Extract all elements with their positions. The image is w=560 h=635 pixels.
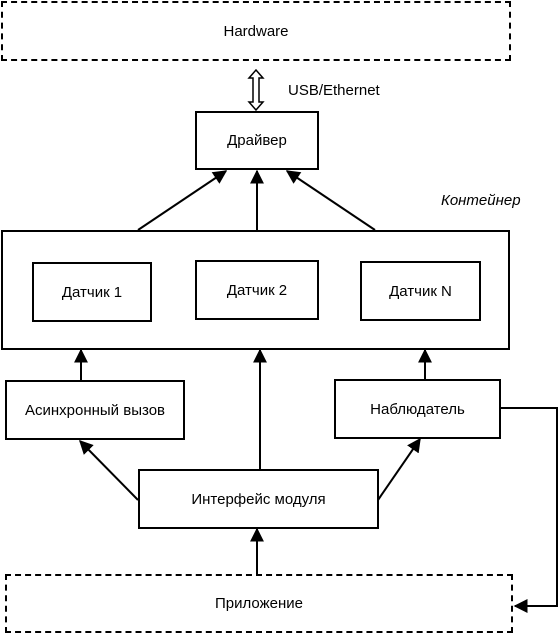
arrow-container-to-driver-right: [285, 170, 376, 231]
sensor-1-label: Датчик 1: [61, 283, 123, 301]
sensor-2-label: Датчик 2: [226, 281, 288, 299]
hardware-box: Hardware: [1, 1, 511, 61]
hardware-label: Hardware: [223, 22, 289, 40]
arrow-interface-to-observer: [377, 437, 421, 501]
sensor-1-box: Датчик 1: [32, 262, 152, 322]
module-interface-box: Интерфейс модуля: [138, 469, 379, 529]
observer-label: Наблюдатель: [370, 400, 465, 418]
module-interface-label: Интерфейс модуля: [191, 490, 326, 508]
async-call-label: Асинхронный вызов: [24, 401, 166, 419]
driver-box: Драйвер: [195, 111, 319, 170]
application-box: Приложение: [5, 574, 513, 633]
sensor-2-box: Датчик 2: [195, 260, 319, 320]
arrow-observer-to-application: [500, 407, 558, 613]
usb-ethernet-link: [247, 68, 265, 112]
usb-ethernet-label: USB/Ethernet: [288, 82, 380, 99]
observer-box: Наблюдатель: [334, 379, 501, 439]
arrow-interface-to-async: [79, 440, 139, 501]
sensor-n-box: Датчик N: [360, 261, 481, 321]
async-call-box: Асинхронный вызов: [5, 380, 185, 440]
driver-label: Драйвер: [227, 132, 287, 149]
application-label: Приложение: [215, 595, 303, 612]
sensor-n-label: Датчик N: [389, 282, 452, 300]
container-box: [1, 230, 510, 350]
arrow-container-to-driver-left: [137, 170, 228, 231]
container-label: Контейнер: [441, 192, 521, 209]
